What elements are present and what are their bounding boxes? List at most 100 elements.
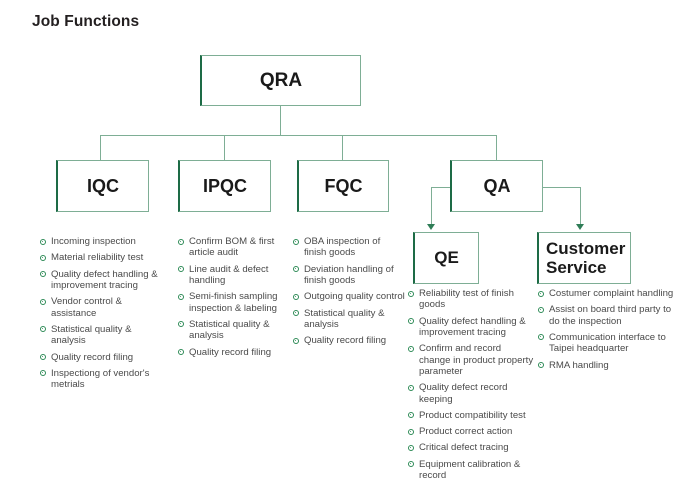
list-item: Product compatibility test bbox=[408, 410, 534, 421]
list-item-label: Communication interface to Taipei headqu… bbox=[549, 331, 666, 355]
node-fqc[interactable]: FQC bbox=[297, 160, 389, 212]
bullet-dot-icon bbox=[293, 238, 299, 245]
list-item: RMA handling bbox=[538, 360, 678, 371]
connector-drop-ipqc bbox=[224, 135, 225, 160]
node-qa-label: QA bbox=[483, 175, 511, 196]
node-qe-label: QE bbox=[434, 248, 459, 268]
connector-qa-right-stub bbox=[543, 187, 580, 188]
list-item-label: Statistical quality & analysis bbox=[189, 318, 270, 342]
list-item-label: Material reliability test bbox=[51, 252, 144, 264]
list-item: Quality record filing bbox=[178, 347, 290, 358]
connector-qra-stem bbox=[280, 106, 281, 135]
list-item: Outgoing quality control bbox=[293, 291, 405, 302]
bullet-dot-icon bbox=[40, 370, 46, 377]
bullet-dot-icon bbox=[408, 345, 414, 352]
bullet-dot-icon bbox=[40, 271, 46, 278]
bullet-dot-icon bbox=[40, 238, 46, 245]
list-item-label: Outgoing quality control bbox=[304, 291, 405, 303]
list-item-label: Reliability test of finish goods bbox=[419, 288, 514, 311]
list-item: Assist on board third party to do the in… bbox=[538, 304, 678, 327]
node-qe[interactable]: QE bbox=[413, 232, 479, 284]
bullet-dot-icon bbox=[408, 444, 414, 451]
list-item: Statistical quality & analysis bbox=[178, 319, 290, 342]
list-item: Quality defect record keeping bbox=[408, 382, 534, 405]
list-item: Semi-finish sampling inspection & labeli… bbox=[178, 291, 290, 314]
bullet-dot-icon bbox=[293, 266, 299, 273]
node-ipqc[interactable]: IPQC bbox=[178, 160, 271, 212]
list-item: Deviation handling of finish goods bbox=[293, 264, 405, 287]
list-item-label: Quality record filing bbox=[304, 335, 387, 347]
node-qra[interactable]: QRA bbox=[200, 55, 361, 106]
arrowhead-qe-icon bbox=[427, 224, 435, 230]
list-item: Quality record filing bbox=[293, 335, 405, 346]
connector-drop-qa bbox=[496, 135, 497, 160]
list-item-label: Line audit & defect handling bbox=[189, 263, 269, 286]
list-item: Line audit & defect handling bbox=[178, 264, 290, 287]
list-item-label: Product compatibility test bbox=[419, 409, 526, 421]
bullet-dot-icon bbox=[40, 298, 46, 305]
connector-qa-left-stub bbox=[431, 187, 451, 188]
list-item-label: Statistical quality & analysis bbox=[304, 307, 385, 330]
list-item: Inspectiong of vendor's metrials bbox=[40, 368, 158, 391]
node-customer-service-label: Customer Service bbox=[546, 238, 626, 277]
connector-level1-bus bbox=[100, 135, 496, 136]
list-item: Costumer complaint handling bbox=[538, 288, 678, 299]
list-item-label: Statistical quality & analysis bbox=[51, 323, 132, 347]
list-item: Confirm and record change in product pro… bbox=[408, 343, 534, 377]
node-ipqc-label: IPQC bbox=[202, 175, 247, 196]
list-item-label: Assist on board third party to do the in… bbox=[549, 304, 672, 327]
list-item-label: Semi-finish sampling inspection & labeli… bbox=[189, 291, 278, 314]
list-item: Equipment calibration & record bbox=[408, 459, 534, 482]
connector-qa-to-qe bbox=[431, 187, 432, 226]
list-item-label: Costumer complaint handling bbox=[549, 288, 674, 299]
node-iqc-label: IQC bbox=[86, 175, 119, 196]
connector-qa-to-customer-service bbox=[580, 187, 581, 226]
list-item-label: Equipment calibration & record bbox=[419, 458, 521, 482]
list-item-label: Product correct action bbox=[419, 426, 513, 438]
bullet-dot-icon bbox=[178, 238, 184, 245]
list-item-label: Quality defect record keeping bbox=[419, 382, 508, 405]
list-item: Quality record filing bbox=[40, 352, 158, 363]
node-qa[interactable]: QA bbox=[450, 160, 543, 212]
list-item: Material reliability test bbox=[40, 252, 158, 263]
bullet-dot-icon bbox=[178, 321, 184, 328]
bullet-dot-icon bbox=[293, 310, 299, 317]
list-item: Quality defect handling & improvement tr… bbox=[408, 316, 534, 339]
node-qra-label: QRA bbox=[259, 69, 303, 91]
list-item-label: Critical defect tracing bbox=[419, 442, 509, 454]
bullet-dot-icon bbox=[178, 266, 184, 273]
bullet-dot-icon bbox=[40, 354, 46, 360]
page-title: Job Functions bbox=[32, 13, 140, 30]
list-item: Critical defect tracing bbox=[408, 442, 534, 453]
list-item: Confirm BOM & first article audit bbox=[178, 236, 290, 259]
bullet-dot-icon bbox=[178, 293, 184, 300]
list-item: Incoming inspection bbox=[40, 236, 158, 247]
bullet-dot-icon bbox=[408, 461, 414, 468]
bullet-dot-icon bbox=[40, 326, 46, 333]
list-item: Vendor control & assistance bbox=[40, 296, 158, 319]
bullet-dot-icon bbox=[408, 290, 414, 297]
list-item: OBA inspection of finish goods bbox=[293, 236, 405, 259]
node-iqc[interactable]: IQC bbox=[56, 160, 149, 212]
bullet-dot-icon bbox=[538, 290, 544, 297]
bullet-dot-icon bbox=[538, 334, 544, 341]
node-customer-service[interactable]: Customer Service bbox=[537, 232, 631, 284]
list-item-label: Quality defect handling & improvement tr… bbox=[51, 268, 158, 291]
list-item-label: Quality defect handling & improvement tr… bbox=[419, 315, 526, 338]
list-item-label: RMA handling bbox=[549, 359, 609, 371]
list-item: Reliability test of finish goods bbox=[408, 288, 534, 311]
bullet-dot-icon bbox=[293, 293, 299, 300]
list-item: Statistical quality & analysis bbox=[293, 308, 405, 331]
bullet-dot-icon bbox=[40, 254, 46, 261]
list-item: Communication interface to Taipei headqu… bbox=[538, 332, 678, 355]
bullet-dot-icon bbox=[408, 412, 414, 419]
list-item: Statistical quality & analysis bbox=[40, 324, 158, 347]
bullet-dot-icon bbox=[538, 362, 544, 369]
list-item-label: Quality record filing bbox=[51, 351, 134, 363]
